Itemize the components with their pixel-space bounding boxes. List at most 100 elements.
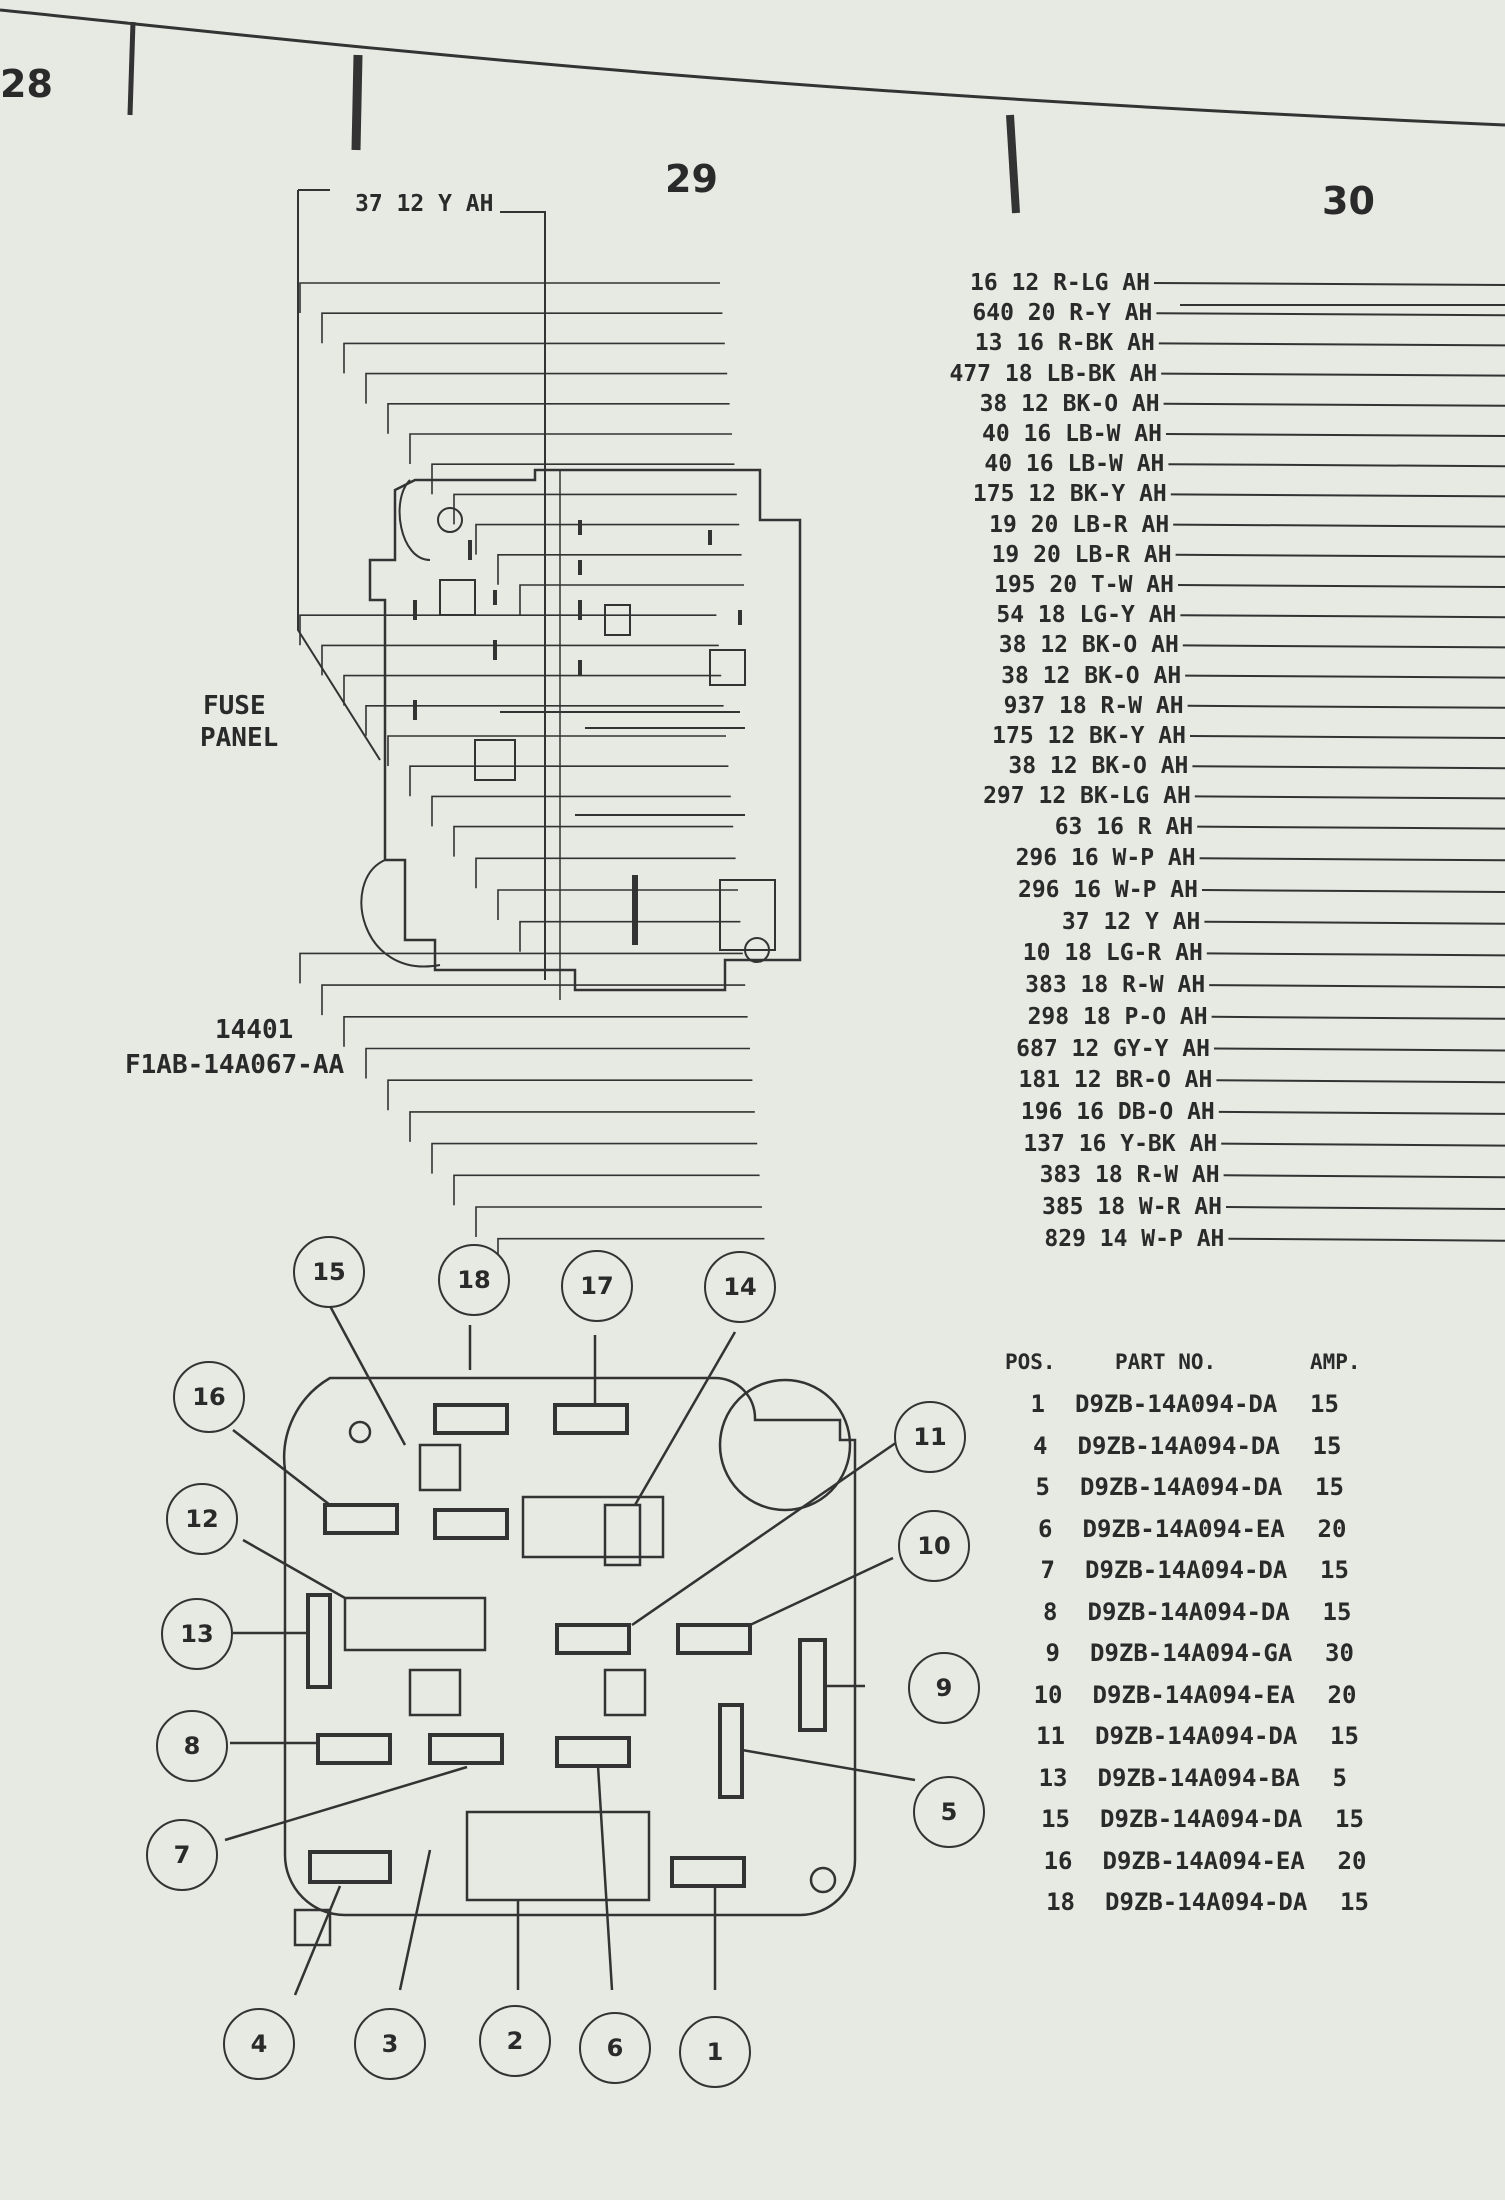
wire-label: 37 12 Y AH: [1061, 908, 1201, 935]
table-cell-pos: 7: [1040, 1556, 1055, 1584]
table-cell-amp: 30: [1325, 1639, 1354, 1667]
callout-circle: 6: [579, 2012, 651, 2084]
callout-circle: 15: [293, 1236, 365, 1308]
callout-circle: 2: [479, 2005, 551, 2077]
wire-line-left: [299, 614, 717, 646]
table-cell-pos: 8: [1043, 1597, 1058, 1626]
callout-circle: 3: [354, 2008, 426, 2080]
wire-line-left: [299, 282, 720, 313]
table-cell-part-no: D9ZB-14A094-DA: [1100, 1805, 1303, 1833]
wire-label: 477 18 LB-BK AH: [949, 360, 1158, 387]
wire-line-right: [1218, 1110, 1505, 1115]
wire-line-left: [343, 1015, 748, 1047]
wire-line-left: [321, 312, 723, 344]
table-cell-amp: 20: [1327, 1680, 1357, 1709]
wire-line-right: [1161, 372, 1505, 377]
wire-line-left: [365, 704, 724, 736]
top-wire-label: 37 12 Y AH: [355, 191, 494, 217]
callout-circle: 14: [704, 1251, 776, 1323]
wire-line-right: [1204, 920, 1505, 925]
wire-label: 40 16 LB-W AH: [984, 451, 1165, 478]
wire-line-left: [299, 952, 743, 984]
wire-label: 38 12 BK-O AH: [1008, 753, 1189, 780]
wire-line-left: [475, 1206, 762, 1237]
wire-line-left: [453, 493, 737, 525]
wire-line-right: [1165, 433, 1505, 437]
wire-label: 296 16 W-P AH: [1017, 877, 1198, 903]
wire-line-left: [409, 433, 732, 464]
table-cell-amp: 20: [1337, 1846, 1367, 1875]
callout-circle: 11: [894, 1401, 966, 1473]
wire-line-right: [1175, 553, 1505, 558]
table-cell-part-no: D9ZB-14A094-EA: [1102, 1846, 1305, 1875]
table-cell-part-no: D9ZB-14A094-DA: [1085, 1556, 1288, 1584]
callout-circle: 7: [146, 1819, 218, 1891]
wire-line-left: [497, 889, 738, 920]
table-header-amp: AMP.: [1310, 1350, 1361, 1374]
table-cell-part-no: D9ZB-14A094-EA: [1092, 1680, 1295, 1709]
table-cell-part-no: D9ZB-14A094-DA: [1105, 1888, 1308, 1916]
wire-label: 175 12 BK-Y AH: [992, 723, 1186, 749]
wire-line-right: [1182, 644, 1505, 649]
table-cell-amp: 15: [1330, 1722, 1359, 1750]
table-cell-part-no: D9ZB-14A094-GA: [1090, 1639, 1293, 1667]
wire-label: 383 18 R-W AH: [1039, 1162, 1220, 1189]
wire-line-right: [1187, 704, 1505, 709]
wire-line-right: [1221, 1142, 1505, 1147]
wire-line-left: [431, 463, 735, 495]
table-cell-amp: 5: [1332, 1763, 1347, 1792]
wire-label: 54 18 LG-Y AH: [996, 602, 1177, 629]
wire-label: 640 20 R-Y AH: [972, 300, 1153, 327]
wire-line-right: [1189, 735, 1505, 739]
table-cell-part-no: D9ZB-14A094-BA: [1097, 1763, 1300, 1792]
callout-circle: 16: [173, 1361, 245, 1433]
wire-line-left: [387, 402, 730, 434]
zone-number-28: 28: [0, 62, 53, 106]
wire-line-left: [365, 1047, 750, 1079]
wire-label: 687 12 GY-Y AH: [1016, 1035, 1210, 1062]
wire-label: 181 12 BR-O AH: [1018, 1067, 1213, 1094]
wire-label: 40 16 LB-W AH: [981, 421, 1162, 447]
wire-line-left: [409, 765, 729, 797]
wire-label: 19 20 LB-R AH: [991, 541, 1172, 568]
callout-circle: 1: [679, 2016, 751, 2088]
table-cell-pos: 10: [1033, 1680, 1063, 1709]
table-cell-amp: 15: [1335, 1805, 1364, 1833]
callout-circle: 9: [908, 1652, 980, 1724]
wire-line-right: [1170, 493, 1505, 498]
table-cell-pos: 6: [1038, 1514, 1053, 1543]
wire-label: 10 18 LG-R AH: [1022, 940, 1203, 967]
wire-line-right: [1168, 463, 1505, 468]
callout-circle: 10: [898, 1510, 970, 1582]
wire-label: 195 20 T-W AH: [993, 572, 1174, 598]
wire-line-left: [343, 342, 725, 374]
wire-label: 175 12 BK-Y AH: [972, 481, 1167, 508]
wire-line-left: [475, 857, 736, 889]
wire-line-right: [1209, 984, 1505, 989]
wire-line-right: [1185, 674, 1505, 679]
callout-circle: 5: [913, 1776, 985, 1848]
wire-line-left: [497, 553, 742, 585]
wire-line-right: [1158, 342, 1505, 347]
wire-label: 829 14 W-P AH: [1044, 1225, 1225, 1252]
wire-label: 383 18 R-W AH: [1025, 972, 1206, 999]
wire-line-right: [1223, 1174, 1505, 1179]
table-cell-part-no: D9ZB-14A094-DA: [1095, 1722, 1298, 1750]
zone-number-30: 30: [1322, 179, 1375, 223]
table-cell-part-no: D9ZB-14A094-DA: [1087, 1597, 1290, 1626]
wire-label: 937 18 R-W AH: [1003, 692, 1184, 719]
wire-line-right: [1194, 795, 1505, 800]
wire-line-right: [1211, 1015, 1505, 1020]
wire-label: 298 18 P-O AH: [1027, 1003, 1208, 1030]
wire-line-right: [1206, 952, 1505, 957]
table-cell-amp: 15: [1320, 1556, 1349, 1584]
wire-line-right: [1197, 825, 1505, 830]
table-cell-part-no: D9ZB-14A094-EA: [1082, 1514, 1285, 1543]
wire-line-right: [1213, 1047, 1505, 1052]
wire-line-left: [431, 1142, 758, 1174]
wire-label: 16 12 R-LG AH: [969, 270, 1150, 296]
